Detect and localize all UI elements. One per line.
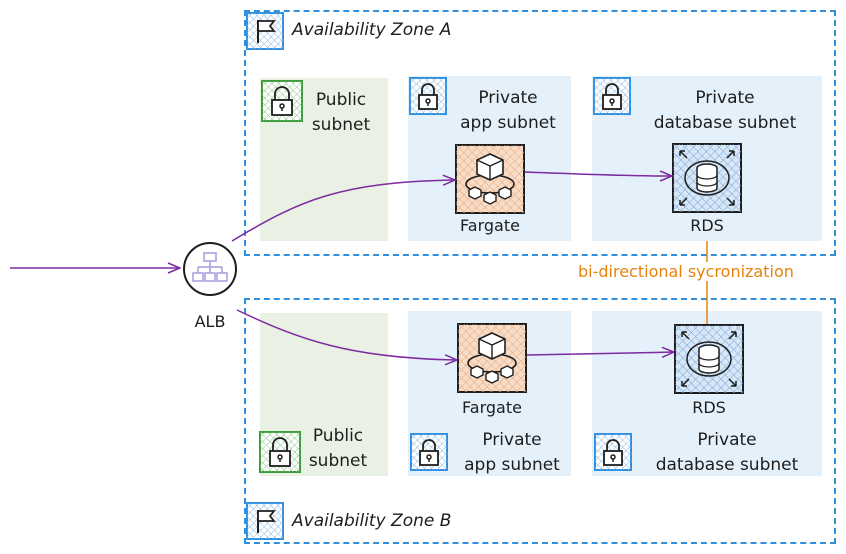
rds-a-icon: [672, 143, 742, 213]
fargate-b-to-rds-b-arrow: [526, 352, 674, 355]
availability-zone-a: [244, 10, 836, 256]
fargate-b-label: Fargate: [462, 398, 522, 417]
alb-to-fargate-b-arrow: [236, 309, 457, 360]
alb-to-fargate-a-arrow: [231, 180, 455, 242]
private-app-subnet-b-lock-icon: [410, 433, 448, 471]
public-subnet-a-lock-icon: [261, 80, 303, 122]
zone-b-flag-icon: [246, 502, 284, 540]
private-app-subnet-a-lock-icon: [409, 77, 447, 115]
sync-label: bi-directional sycronization: [576, 262, 796, 281]
private-database-subnet-a-label: Private database subnet: [653, 88, 797, 133]
private-database-subnet-a-lock-icon: [593, 77, 631, 115]
public-subnet-b-label: Public subnet: [308, 426, 368, 471]
private-database-subnet-b-lock-icon: [594, 433, 632, 471]
public-subnet-b-lock-icon: [259, 431, 301, 473]
fargate-a-label: Fargate: [460, 216, 520, 235]
fargate-a-icon: [455, 144, 525, 214]
private-app-subnet-a-label: Private app subnet: [460, 88, 556, 133]
private-app-subnet-b-label: Private app subnet: [464, 430, 560, 475]
zone-b-title: Availability Zone B: [292, 511, 452, 531]
fargate-b-icon: [457, 323, 527, 393]
rds-b-label: RDS: [692, 398, 726, 417]
rds-b-icon: [674, 324, 744, 394]
alb-label: ALB: [194, 312, 226, 331]
private-database-subnet-b-label: Private database subnet: [655, 430, 799, 475]
zone-a-flag-icon: [246, 12, 284, 50]
public-subnet-a-label: Public subnet: [311, 90, 371, 135]
zone-a-title: Availability Zone A: [292, 20, 452, 40]
rds-a-label: RDS: [690, 216, 724, 235]
alb-icon: [182, 241, 238, 297]
fargate-a-to-rds-a-arrow: [524, 172, 672, 176]
availability-zone-b: [244, 298, 836, 544]
